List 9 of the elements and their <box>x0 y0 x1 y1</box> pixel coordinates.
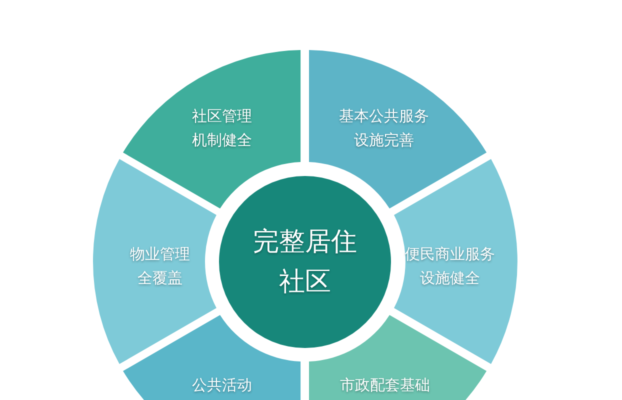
segment-label: 物业管理全覆盖 <box>129 244 191 289</box>
segment-label: 社区管理机制健全 <box>190 106 253 151</box>
segment-label: 市政配套基础 <box>338 374 431 396</box>
ring-segment <box>93 159 216 364</box>
center-circle <box>219 176 391 348</box>
segment-label: 公共活动 <box>190 374 253 396</box>
segment-label: 便民商业服务设施健全 <box>404 244 496 289</box>
center-label: 完整居住社区 <box>252 226 358 299</box>
segment-label: 基本公共服务设施完善 <box>338 106 430 151</box>
